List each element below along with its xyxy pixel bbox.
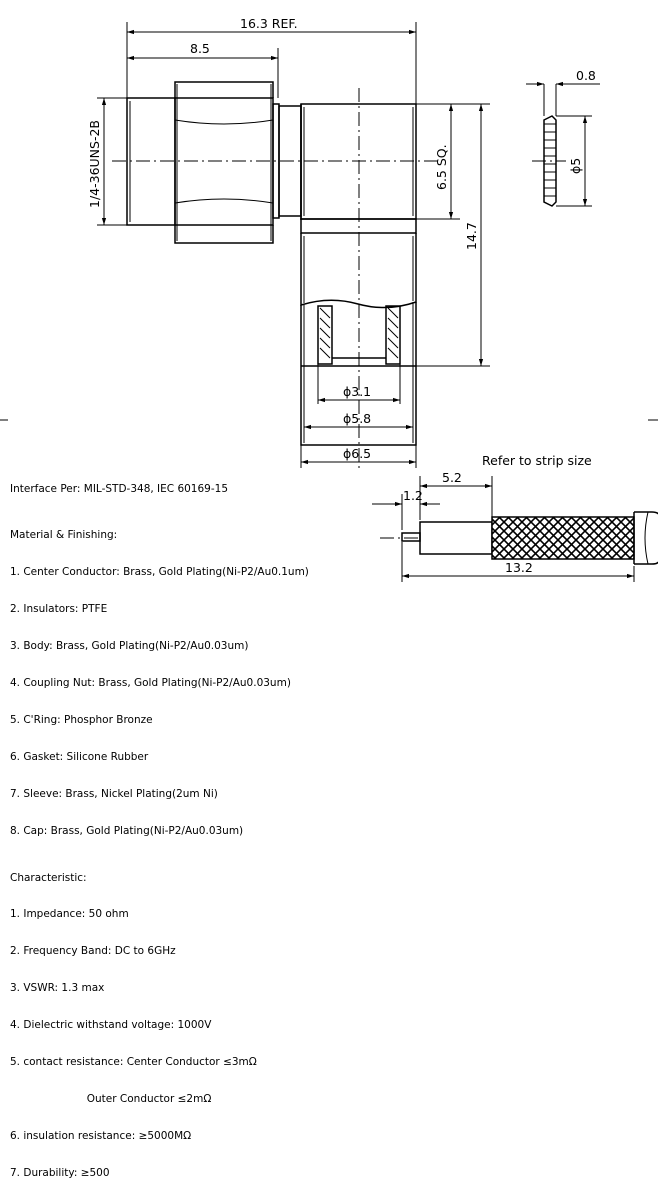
material-item: 3. Body: Brass, Gold Plating(Ni-P2/Au0.0… [10,640,249,653]
connector-drawing: 16.3 REF. 8.5 1/4-36UNS-2B [0,16,658,582]
char-item: 5. contact resistance: Center Conductor … [10,1055,257,1068]
thread-label: 1/4-36UNS-2B [87,120,102,208]
cap-thickness-text: 0.8 [576,68,596,83]
material-item: 1. Center Conductor: Brass, Gold Plating… [10,566,309,579]
plug-body [126,81,302,244]
spec-notes: Interface Per: MIL-STD-348, IEC 60169-15… [10,458,370,1191]
dim-thread: 1/4-36UNS-2B [87,97,127,226]
outer-dia-text: ϕ6.5 [343,446,371,461]
char-item: 7. Durability: ≥500 [10,1166,110,1179]
dim-outer-dia: ϕ6.5 [300,445,417,468]
body-square-text: 6.5 SQ. [434,144,449,190]
char-title: Characteristic: [10,871,87,884]
dim-overall-ref: 16.3 REF. [126,16,417,104]
sleeve [300,233,417,446]
strip-diagram: Refer to strip size 5.2 1.2 13.2 [372,453,658,582]
char-item: 2. Frequency Band: DC to 6GHz [10,945,176,958]
dim-body-square: 6.5 SQ. [416,103,460,220]
mid-dia-text: ϕ5.8 [343,411,371,426]
cap-part: 0.8 ϕ5 [526,68,600,207]
strip-title: Refer to strip size [482,453,592,468]
material-item: 2. Insulators: PTFE [10,603,108,616]
inner-dia-text: ϕ3.1 [343,384,371,399]
strip-13-2-text: 13.2 [505,560,533,575]
dim-height: 14.7 [416,103,490,367]
dim-overall-text: 16.3 REF. [240,16,298,31]
interface-note: Interface Per: MIL-STD-348, IEC 60169-15 [10,482,229,495]
material-item: 5. C'Ring: Phosphor Bronze [10,713,153,726]
char-item: 3. VSWR: 1.3 max [10,982,105,995]
dim-plug-length: 8.5 [127,41,279,98]
height-text: 14.7 [464,222,479,250]
material-item: 6. Gasket: Silicone Rubber [10,750,149,763]
strip-1-2-text: 1.2 [403,488,423,503]
dim-inner-dia: ϕ3.1 [317,364,401,404]
strip-5-2-text: 5.2 [442,470,462,485]
char-item: 1. Impedance: 50 ohm [10,908,129,921]
char-item: 4. Dielectric withstand voltage: 1000V [10,1019,212,1032]
cap-dia-text: ϕ5 [568,158,583,174]
char-item: Outer Conductor ≤2mΩ [10,1092,212,1105]
material-title: Material & Finishing: [10,529,118,542]
material-item: 4. Coupling Nut: Brass, Gold Plating(Ni-… [10,677,291,690]
material-item: 7. Sleeve: Brass, Nickel Plating(2um Ni) [10,787,218,800]
char-item: 6. insulation resistance: ≥5000MΩ [10,1129,192,1142]
dim-mid-dia: ϕ5.8 [304,411,413,430]
dim-plug-length-text: 8.5 [190,41,210,56]
material-item: 8. Cap: Brass, Gold Plating(Ni-P2/Au0.03… [10,824,244,837]
